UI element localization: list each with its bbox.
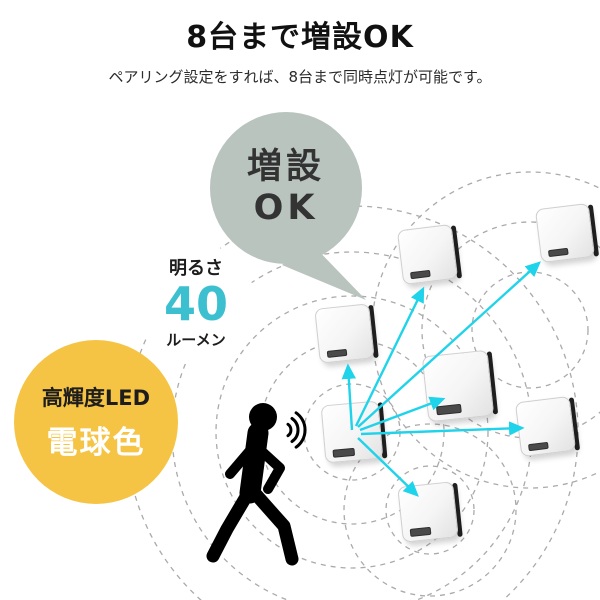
led-color-badge: 高輝度LED 電球色 — [14, 340, 178, 504]
brightness-badge: 明るさ 40 ルーメン — [137, 243, 255, 361]
header: 8台まで増設OK ペアリング設定をすれば、8台まで同時点灯が可能です。 — [0, 12, 600, 87]
led-badge-line2: 電球色 — [46, 425, 146, 461]
bubble-text-line1: 増設 — [246, 146, 325, 187]
sensor-light-device — [397, 481, 463, 543]
page-subtitle: ペアリング設定をすれば、8台まで同時点灯が可能です。 — [108, 68, 492, 86]
page-title: 8台まで増設OK — [186, 20, 414, 55]
sensor-light-device — [534, 202, 600, 264]
sensor-light-device — [314, 303, 379, 364]
brightness-value: 40 — [163, 277, 228, 332]
brightness-label: 明るさ — [169, 258, 223, 280]
sensor-light-hub-device — [320, 400, 388, 464]
sensor-light-device — [396, 223, 463, 286]
bubble-text-line2: OK — [253, 188, 319, 228]
brightness-unit: ルーメン — [166, 330, 226, 349]
sensor-light-device — [514, 395, 581, 458]
expansion-ok-bubble: 増設 OK — [210, 112, 362, 264]
led-badge-line1: 高輝度LED — [41, 386, 151, 410]
sensor-light-device — [421, 349, 499, 423]
